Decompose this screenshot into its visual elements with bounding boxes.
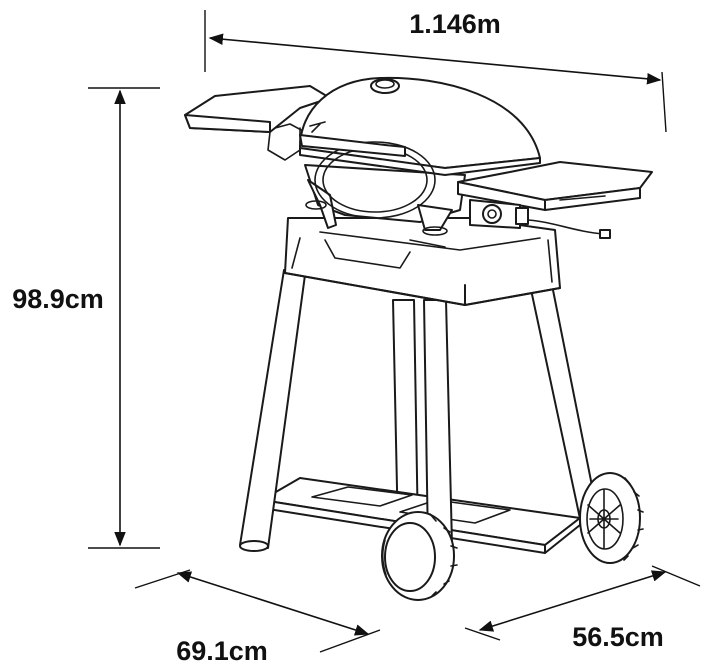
- height-label: 98.9cm: [12, 284, 104, 314]
- width-dimension: 1.146m: [204, 9, 667, 133]
- firebox: [304, 164, 466, 236]
- depth-right-dimension: 56.5cm: [464, 565, 701, 652]
- cart-frame: [284, 217, 561, 306]
- depth-right-label: 56.5cm: [572, 622, 664, 652]
- control-knob: [469, 199, 611, 239]
- right-wheel: [579, 472, 644, 564]
- left-side-table: [184, 85, 331, 161]
- bbq-illustration: [184, 76, 653, 601]
- width-label: 1.146m: [409, 9, 501, 39]
- depth-left-label: 69.1cm: [176, 636, 268, 665]
- left-wheel: [381, 511, 458, 601]
- depth-left-dimension: 69.1cm: [134, 569, 381, 665]
- height-dimension: 98.9cm: [12, 87, 160, 549]
- right-side-table: [457, 161, 653, 211]
